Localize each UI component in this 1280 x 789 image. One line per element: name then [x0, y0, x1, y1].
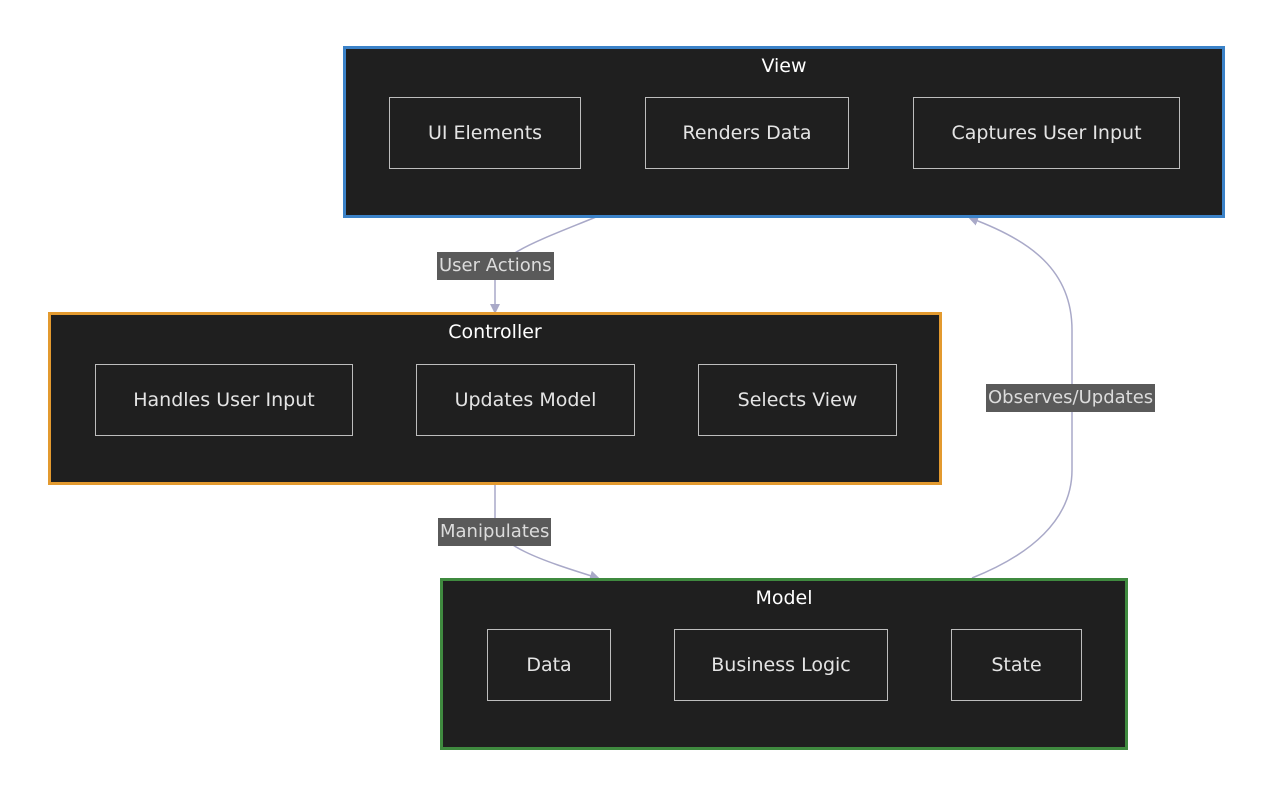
edge-label-user-actions: User Actions [437, 252, 554, 280]
node-captures-user-input: Captures User Input [913, 97, 1180, 169]
node-handles-user-input: Handles User Input [95, 364, 353, 436]
edge-label-manipulates: Manipulates [438, 518, 552, 546]
model-group: Model Data Business Logic State [440, 578, 1128, 750]
view-group-title: View [761, 55, 807, 77]
edge-observes-updates [968, 216, 1073, 579]
node-ui-elements: UI Elements [389, 97, 581, 169]
node-selects-view: Selects View [698, 364, 897, 436]
node-data: Data [487, 629, 611, 701]
node-renders-data: Renders Data [645, 97, 849, 169]
model-group-title: Model [755, 587, 813, 609]
controller-group: Controller Handles User Input Updates Mo… [48, 312, 942, 485]
node-state: State [951, 629, 1082, 701]
node-updates-model: Updates Model [416, 364, 635, 436]
view-group: View UI Elements Renders Data Captures U… [343, 46, 1225, 218]
edge-label-observes-updates: Observes/Updates [986, 384, 1156, 412]
node-business-logic: Business Logic [674, 629, 888, 701]
controller-group-title: Controller [448, 321, 542, 343]
